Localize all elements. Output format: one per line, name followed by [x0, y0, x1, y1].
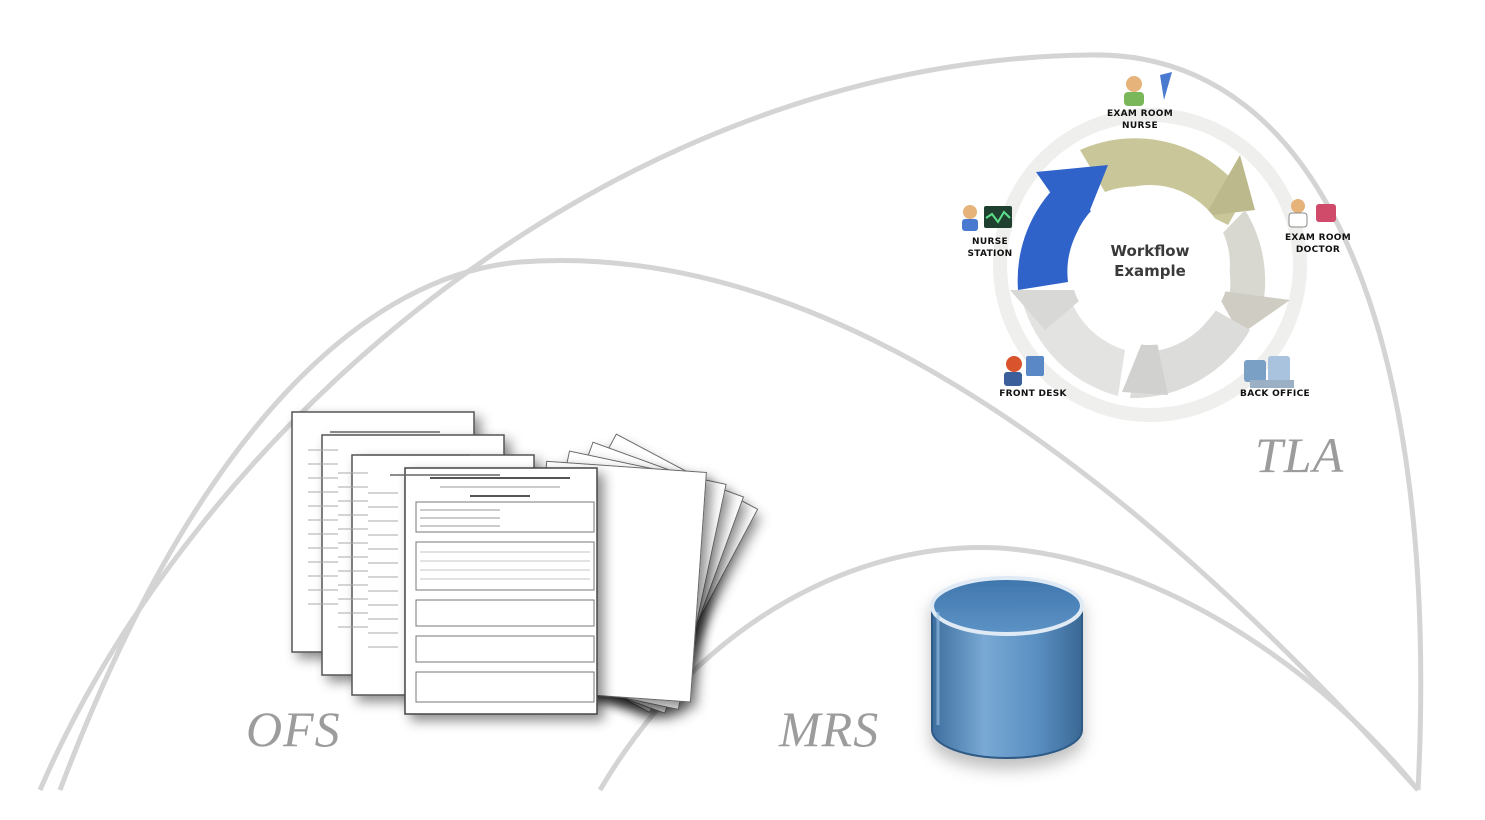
- cycle-arrow-head-khaki: [1205, 155, 1255, 216]
- back-office-icon: [1244, 356, 1294, 388]
- form-table-box: [415, 541, 595, 591]
- paper-forms-illustration: [291, 411, 759, 715]
- cycle-segment-khaki: [1080, 138, 1245, 225]
- front-desk-icon: [1004, 356, 1044, 386]
- role-line1: Back Office: [1240, 389, 1310, 399]
- cycle-arrow-head-bottom: [1122, 318, 1168, 395]
- database-icon: [930, 576, 1084, 759]
- nurse-station-icon: [962, 205, 1012, 231]
- role-label-exam-room-doctor: Exam Room Doctor: [1275, 232, 1361, 256]
- workflow-center-line2: Example: [1114, 261, 1186, 280]
- form-page-front: [404, 467, 598, 715]
- doctor-icon: [1288, 199, 1336, 228]
- workflow-cycle: [993, 108, 1307, 422]
- cycle-arrow-head-blue: [1036, 165, 1108, 235]
- mrs-label: MRS: [779, 701, 880, 757]
- role-label-exam-room-nurse: Exam Room Nurse: [1100, 108, 1180, 132]
- form-table-box: [415, 635, 595, 663]
- role-label-back-office: Back Office: [1230, 388, 1320, 400]
- role-line2: Nurse: [1122, 121, 1158, 132]
- role-line1: Nurse: [972, 237, 1008, 247]
- cycle-segment-right: [1218, 210, 1266, 310]
- form-table-box: [415, 501, 595, 533]
- tla-arc: [37, 52, 1424, 791]
- tla-label: TLA: [1255, 427, 1345, 483]
- form-table-box: [415, 671, 595, 703]
- mrs-arc: [597, 544, 1420, 792]
- role-line2: Doctor: [1295, 245, 1341, 256]
- role-line2: Station: [967, 249, 1013, 260]
- ofs-label: OFS: [246, 701, 341, 757]
- form-text-lines: [308, 431, 595, 703]
- cycle-arrow-head-left: [1010, 290, 1092, 330]
- workflow-center-line1: Workflow: [1110, 242, 1190, 260]
- role-label-front-desk: Front Desk: [988, 388, 1078, 400]
- cycle-center: [1070, 185, 1230, 345]
- ofs-arc: [57, 258, 1420, 792]
- role-line1: Exam Room: [1284, 233, 1352, 243]
- nurse-icon: [1124, 72, 1172, 106]
- role-line1: Front Desk: [999, 389, 1067, 399]
- form-table-box: [415, 599, 595, 627]
- role-label-nurse-station: Nurse Station: [950, 236, 1030, 260]
- role-line1: Exam Room: [1106, 109, 1174, 119]
- workflow-center-title: Workflow Example: [1090, 242, 1210, 281]
